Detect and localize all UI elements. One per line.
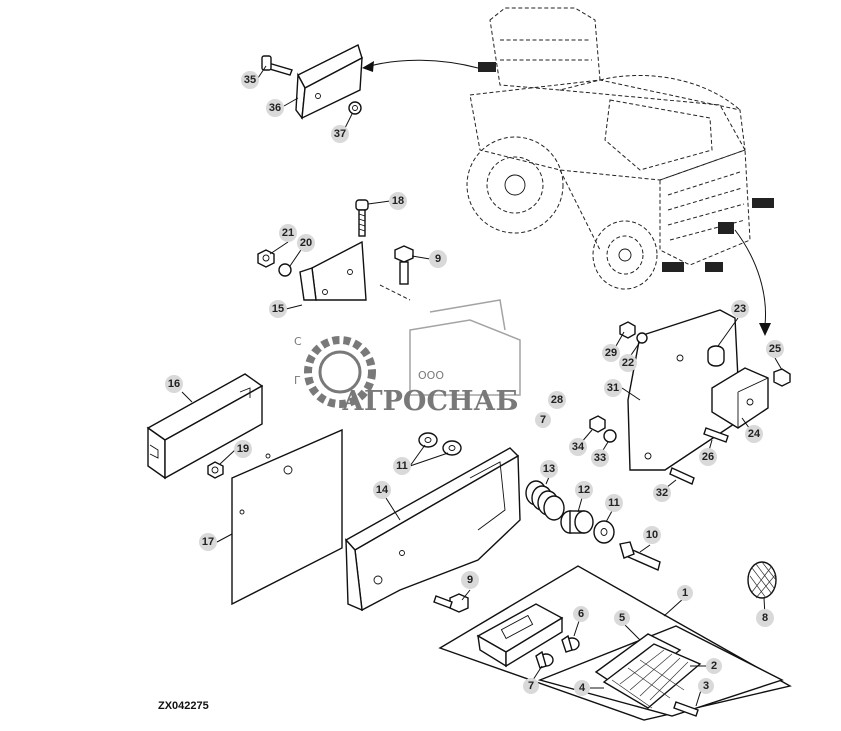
callout-20: 20 xyxy=(297,234,315,252)
svg-text:С: С xyxy=(294,335,302,348)
callout-22: 22 xyxy=(619,354,637,372)
svg-text:34: 34 xyxy=(572,441,585,453)
callout-15: 15 xyxy=(269,300,287,318)
svg-text:29: 29 xyxy=(605,347,617,359)
svg-text:9: 9 xyxy=(467,574,473,586)
upper-bracket-assembly xyxy=(261,44,363,120)
svg-text:6: 6 xyxy=(578,608,584,620)
svg-text:8: 8 xyxy=(762,612,768,624)
callout-2: 2 xyxy=(706,658,722,674)
right-lamp-plate xyxy=(589,309,791,485)
callout-34: 34 xyxy=(569,438,587,456)
callout-7-lower: 7 xyxy=(523,678,539,694)
svg-text:35: 35 xyxy=(244,74,256,86)
callout-36: 36 xyxy=(266,99,284,117)
callout-13: 13 xyxy=(540,460,558,478)
svg-text:17: 17 xyxy=(202,536,214,548)
callout-24: 24 xyxy=(745,425,763,443)
svg-text:25: 25 xyxy=(769,343,781,355)
svg-text:36: 36 xyxy=(269,102,281,114)
watermark: ООО АГРОСНАБ С Г xyxy=(294,299,521,417)
svg-text:23: 23 xyxy=(734,303,746,315)
callout-5: 5 xyxy=(614,610,630,626)
svg-text:9: 9 xyxy=(435,253,441,265)
callout-10: 10 xyxy=(643,526,661,544)
callout-18: 18 xyxy=(389,192,407,210)
callout-31: 31 xyxy=(604,379,622,397)
figure-id: ZX042275 xyxy=(158,700,209,712)
svg-text:1: 1 xyxy=(682,587,688,599)
svg-text:24: 24 xyxy=(748,428,761,440)
svg-text:4: 4 xyxy=(579,682,586,694)
left-lamp-assembly xyxy=(146,373,343,606)
svg-text:26: 26 xyxy=(702,451,714,463)
svg-text:7: 7 xyxy=(528,680,534,692)
callout-26: 26 xyxy=(699,448,717,466)
callout-37: 37 xyxy=(331,125,349,143)
svg-text:10: 10 xyxy=(646,529,658,541)
callout-9-upper: 9 xyxy=(429,250,447,268)
callout-28: 28 xyxy=(548,391,566,409)
callout-9-lower: 9 xyxy=(461,571,479,589)
svg-text:21: 21 xyxy=(282,227,294,239)
callout-6: 6 xyxy=(573,606,589,622)
tractor-outline xyxy=(466,7,774,290)
callout-16: 16 xyxy=(165,375,183,393)
svg-text:15: 15 xyxy=(272,303,284,315)
callout-29: 29 xyxy=(602,344,620,362)
svg-text:13: 13 xyxy=(543,463,555,475)
callout-32: 32 xyxy=(653,484,671,502)
svg-text:31: 31 xyxy=(607,382,619,394)
callout-12: 12 xyxy=(575,481,593,499)
callout-21: 21 xyxy=(279,224,297,242)
svg-text:2: 2 xyxy=(711,660,717,672)
svg-text:28: 28 xyxy=(551,394,563,406)
callout-8: 8 xyxy=(756,609,774,627)
callout-14: 14 xyxy=(373,481,391,499)
tail-lamp-kit xyxy=(438,561,792,721)
svg-text:11: 11 xyxy=(396,460,408,472)
svg-text:3: 3 xyxy=(703,680,709,692)
callout-23: 23 xyxy=(731,300,749,318)
svg-text:11: 11 xyxy=(608,497,620,509)
watermark-company: АГРОСНАБ xyxy=(342,386,519,417)
callout-7-upper: 7 xyxy=(535,412,551,428)
callout-1: 1 xyxy=(677,585,693,601)
svg-text:18: 18 xyxy=(392,195,404,207)
callout-11-right: 11 xyxy=(605,494,623,512)
callout-17: 17 xyxy=(199,533,217,551)
svg-text:16: 16 xyxy=(168,378,180,390)
svg-text:37: 37 xyxy=(334,128,346,140)
callout-25: 25 xyxy=(766,340,784,358)
pointer-arrows xyxy=(362,59,771,336)
svg-text:33: 33 xyxy=(594,452,606,464)
callout-19: 19 xyxy=(234,440,252,458)
callout-33: 33 xyxy=(591,449,609,467)
svg-text:32: 32 xyxy=(656,487,668,499)
watermark-prefix: ООО xyxy=(418,369,444,382)
svg-text:12: 12 xyxy=(578,484,590,496)
callout-3: 3 xyxy=(698,678,714,694)
svg-text:7: 7 xyxy=(540,414,546,426)
spring-mount-parts xyxy=(525,480,661,571)
svg-text:20: 20 xyxy=(300,237,312,249)
svg-text:22: 22 xyxy=(622,357,634,369)
callout-11-left: 11 xyxy=(393,457,411,475)
main-lamp-bracket xyxy=(344,432,521,613)
svg-text:5: 5 xyxy=(619,612,625,624)
callout-35: 35 xyxy=(241,71,259,89)
svg-text:14: 14 xyxy=(376,484,389,496)
svg-text:19: 19 xyxy=(237,443,249,455)
svg-text:Г: Г xyxy=(294,374,301,387)
callout-4: 4 xyxy=(574,680,590,696)
middle-bracket-assembly xyxy=(257,199,414,301)
